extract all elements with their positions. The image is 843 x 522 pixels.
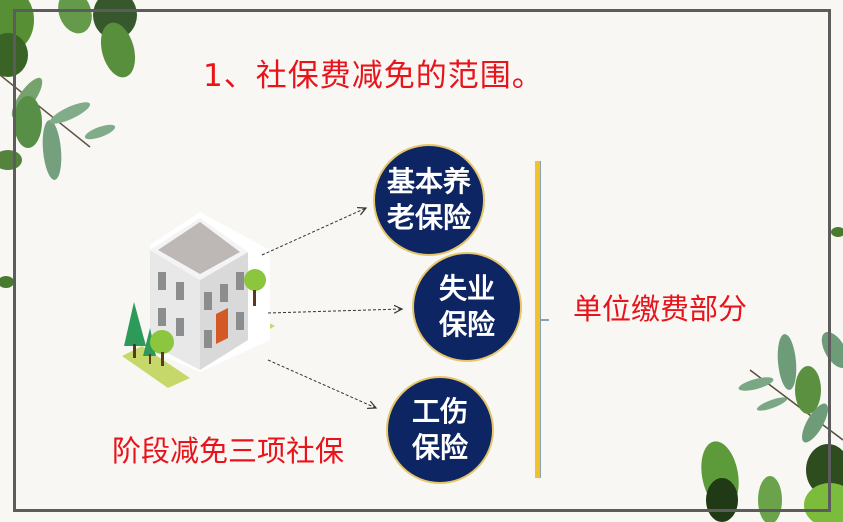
- node-label-line2: 保险: [438, 308, 495, 341]
- leaf-icon-left-1: [0, 276, 14, 288]
- bracket-tick: [541, 319, 549, 321]
- employer-contribution-label: 单位缴费部分: [573, 292, 748, 326]
- work-injury-insurance-node: 工伤 保险: [386, 376, 494, 484]
- unemployment-insurance-node: 失业 保险: [412, 252, 522, 362]
- building-icon: [122, 212, 275, 388]
- slide-title: 1、社保费减免的范围。: [203, 58, 544, 94]
- slide-frame: [13, 9, 831, 512]
- caption-label: 阶段减免三项社保: [112, 434, 345, 468]
- node-label-line1: 工伤: [411, 395, 468, 428]
- node-label-line2: 保险: [411, 431, 468, 464]
- node-label-line2: 老保险: [386, 201, 471, 234]
- arrow-to-pension: [261, 208, 366, 256]
- bracket-bar: [535, 161, 541, 478]
- leaf-icon-right-1: [831, 227, 843, 237]
- pension-insurance-node: 基本养 老保险: [373, 144, 485, 256]
- arrow-to-unemployment: [267, 309, 402, 313]
- arrow-to-injury: [267, 359, 376, 408]
- node-label-line1: 基本养: [386, 165, 471, 198]
- node-label-line1: 失业: [438, 272, 495, 305]
